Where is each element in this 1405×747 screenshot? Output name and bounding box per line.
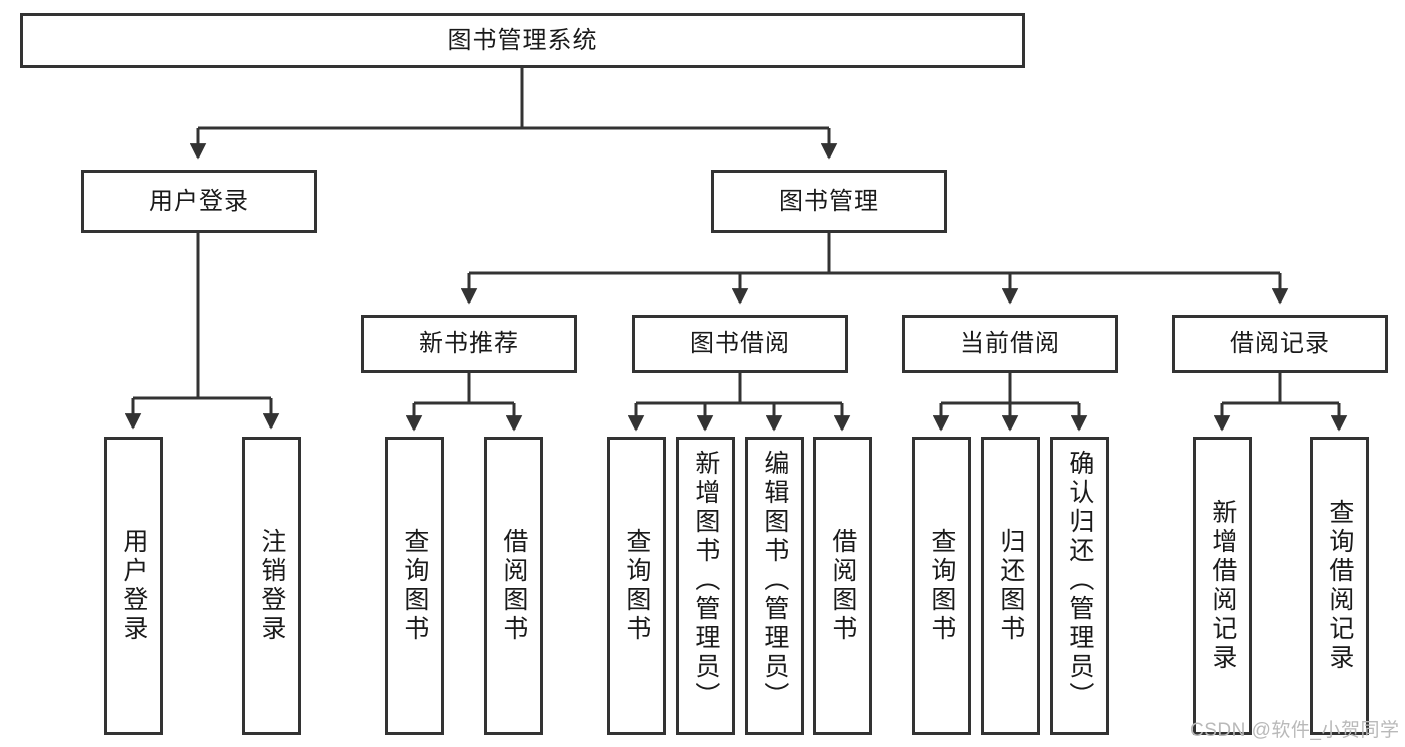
node-label: 查询图书	[400, 528, 429, 644]
node-label: 图书管理系统	[447, 26, 598, 54]
leaf-borrow-borrow-book[interactable]: 借阅图书	[813, 437, 872, 735]
node-label: 查询图书	[622, 528, 651, 644]
leaf-borrow-add-book[interactable]: 新增图书（管理员）	[676, 437, 735, 735]
node-label: 新增图书（管理员）	[691, 450, 720, 711]
node-book-borrow[interactable]: 图书借阅	[632, 315, 848, 373]
leaf-record-query-record[interactable]: 查询借阅记录	[1310, 437, 1369, 735]
leaf-user-logout[interactable]: 注销登录	[242, 437, 301, 735]
node-user-login[interactable]: 用户登录	[81, 170, 317, 233]
node-label: 编辑图书（管理员）	[760, 450, 789, 711]
leaf-current-return-book[interactable]: 归还图书	[981, 437, 1040, 735]
node-label: 归还图书	[996, 528, 1025, 644]
node-label: 新书推荐	[419, 330, 519, 358]
node-label: 确认归还（管理员）	[1065, 450, 1094, 711]
node-label: 用户登录	[149, 187, 249, 215]
leaf-current-query-book[interactable]: 查询图书	[912, 437, 971, 735]
node-current-borrow[interactable]: 当前借阅	[902, 315, 1118, 373]
node-new-book-recommend[interactable]: 新书推荐	[361, 315, 577, 373]
node-label: 借阅图书	[828, 528, 857, 644]
node-label: 图书借阅	[690, 330, 790, 358]
node-label: 用户登录	[119, 528, 148, 644]
node-label: 当前借阅	[960, 330, 1060, 358]
leaf-borrow-query-book[interactable]: 查询图书	[607, 437, 666, 735]
leaf-borrow-edit-book[interactable]: 编辑图书（管理员）	[745, 437, 804, 735]
leaf-record-add-record[interactable]: 新增借阅记录	[1193, 437, 1252, 735]
node-label: 借阅图书	[499, 528, 528, 644]
leaf-user-login[interactable]: 用户登录	[104, 437, 163, 735]
node-borrow-record[interactable]: 借阅记录	[1172, 315, 1388, 373]
leaf-recommend-borrow-book[interactable]: 借阅图书	[484, 437, 543, 735]
leaf-recommend-query-book[interactable]: 查询图书	[385, 437, 444, 735]
node-label: 查询借阅记录	[1325, 499, 1354, 673]
node-root-system[interactable]: 图书管理系统	[20, 13, 1025, 68]
node-book-management[interactable]: 图书管理	[711, 170, 947, 233]
node-label: 图书管理	[779, 187, 879, 215]
node-label: 借阅记录	[1230, 330, 1330, 358]
node-label: 注销登录	[257, 528, 286, 644]
node-label: 查询图书	[927, 528, 956, 644]
node-label: 新增借阅记录	[1208, 499, 1237, 673]
csdn-watermark: CSDN @软件_小贺同学	[1190, 720, 1400, 741]
leaf-current-confirm-return[interactable]: 确认归还（管理员）	[1050, 437, 1109, 735]
